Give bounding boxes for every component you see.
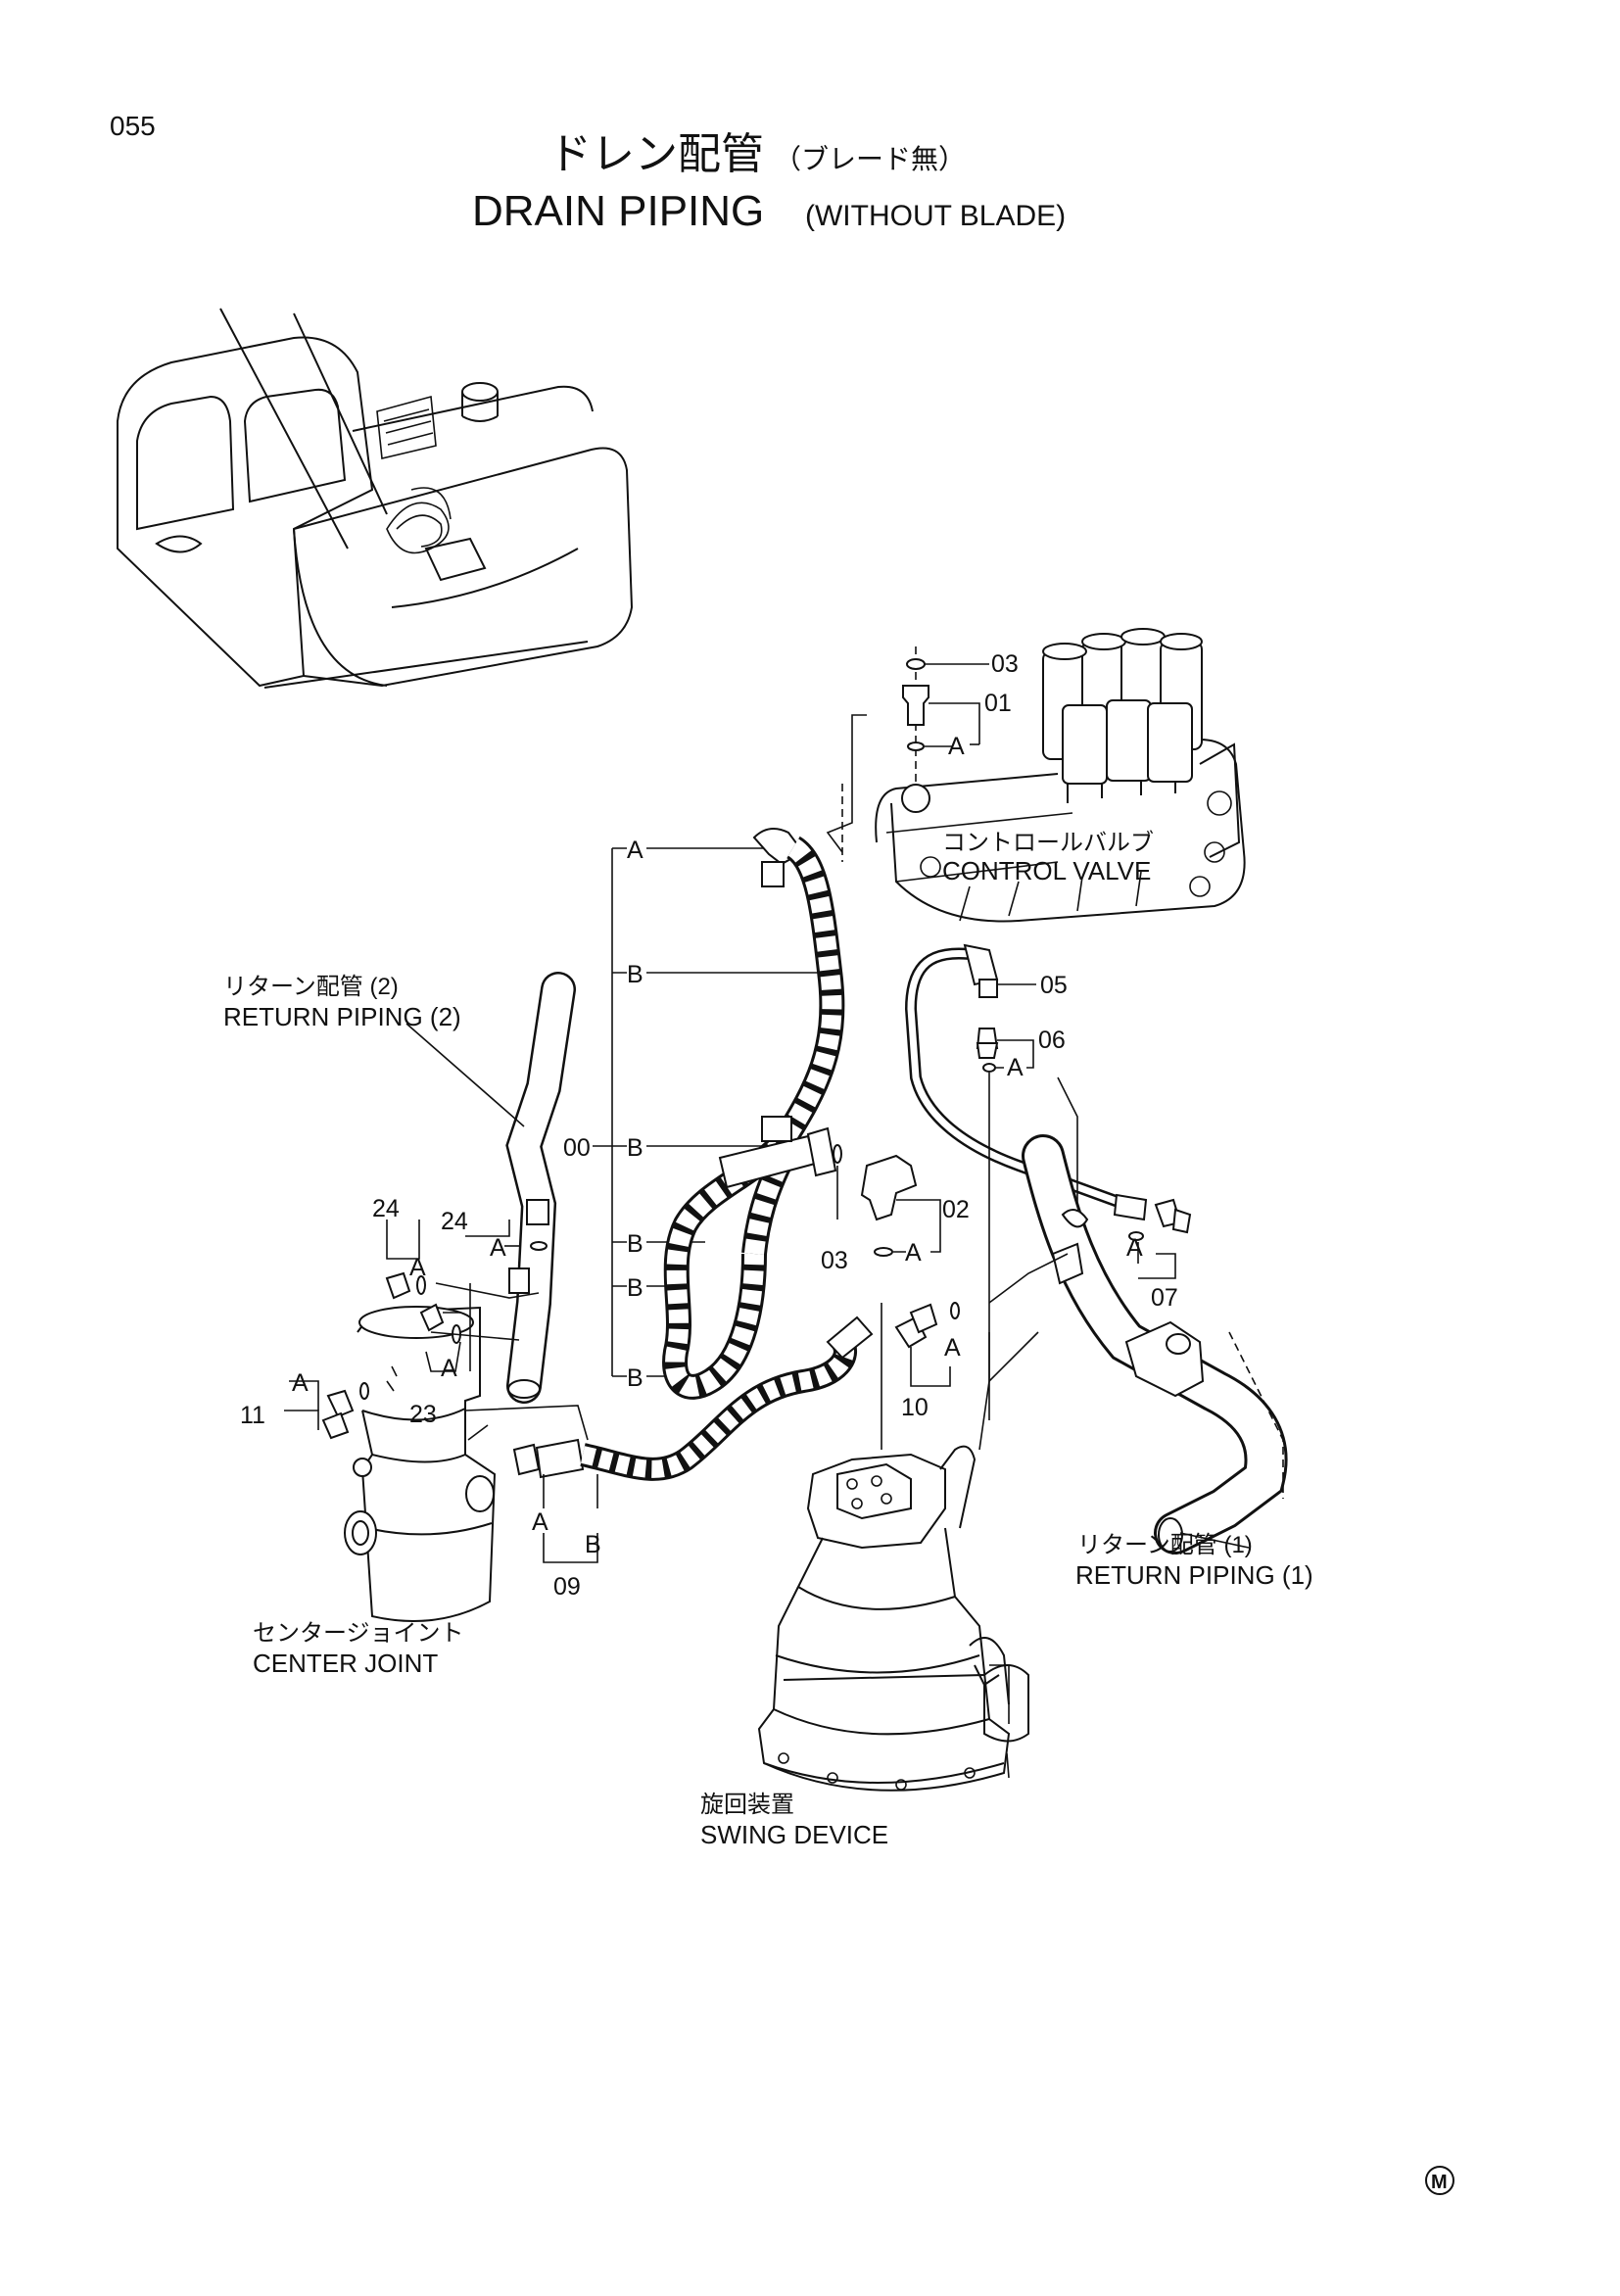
return-piping-1-label-ja: リターン配管 (1) — [1077, 1532, 1253, 1558]
connection-letter-b: B — [627, 1134, 643, 1162]
connection-letter-b: B — [627, 1364, 643, 1392]
title-japanese: ドレン配管 — [548, 130, 764, 178]
title-japanese-sub: （ブレード無） — [774, 144, 966, 174]
swing-device-label-en: SWING DEVICE — [700, 1820, 888, 1849]
connection-letter-a: A — [292, 1369, 309, 1397]
hose-assembly-00 — [593, 714, 867, 1400]
part-number-05: 05 — [1040, 972, 1068, 999]
swing-device-label-ja: 旋回装置 — [700, 1792, 794, 1818]
elbow-fitting-02 — [833, 1144, 941, 1257]
connection-letter-a: A — [1126, 1234, 1143, 1262]
title-english: DRAIN PIPING — [472, 187, 764, 235]
return-piping-1-label-en: RETURN PIPING (1) — [1075, 1560, 1313, 1590]
hose-09-illustration — [512, 1315, 874, 1563]
connection-letter-a: A — [948, 733, 965, 760]
part-number-03: 03 — [821, 1247, 848, 1274]
part-number-01: 01 — [984, 690, 1012, 717]
connection-letter-b: B — [627, 1274, 643, 1302]
return-piping-2-label-en: RETURN PIPING (2) — [223, 1002, 461, 1031]
part-number-03-top: 03 — [991, 650, 1019, 678]
center-joint-illustration — [344, 1306, 589, 1622]
part-number-10: 10 — [901, 1394, 929, 1421]
connection-letter-a: A — [441, 1355, 457, 1382]
part-number-23: 23 — [409, 1401, 437, 1428]
return-piping-1-illustration — [904, 943, 1288, 1555]
control-valve-label-en: CONTROL VALVE — [942, 856, 1151, 885]
part-number-24-right: 24 — [441, 1208, 468, 1235]
part-number-07: 07 — [1151, 1284, 1178, 1312]
part-number-00: 00 — [563, 1134, 591, 1162]
title-english-sub: (WITHOUT BLADE) — [805, 200, 1066, 232]
circled-m-mark: M — [1425, 2166, 1454, 2195]
control-valve-label-ja: コントロールバルブ — [942, 830, 1154, 856]
center-joint-label-ja: センタージョイント — [253, 1620, 464, 1647]
control-valve-illustration — [875, 628, 1246, 923]
connection-letter-a: A — [490, 1234, 506, 1262]
connection-letter-a: A — [1007, 1054, 1024, 1081]
part-number-11: 11 — [240, 1402, 265, 1429]
return-piping-2-illustration — [405, 972, 576, 1404]
return-piping-2-label-ja: リターン配管 (2) — [223, 974, 399, 1000]
mark-letter: M — [1431, 2172, 1448, 2193]
connection-letter-a: A — [905, 1239, 922, 1267]
part-number-24-left: 24 — [372, 1195, 400, 1222]
control-valve-fittings — [902, 646, 989, 784]
part-number-09: 09 — [553, 1573, 581, 1601]
excavator-overview-illustration — [117, 308, 634, 689]
center-joint-label-en: CENTER JOINT — [253, 1649, 438, 1678]
connection-letter-b: B — [627, 961, 643, 988]
part-number-06: 06 — [1038, 1027, 1066, 1054]
connection-letter-a: A — [944, 1334, 961, 1362]
page-number: 055 — [110, 111, 156, 141]
connection-letter-a: A — [409, 1254, 426, 1281]
fitting-10 — [894, 1302, 960, 1387]
part-number-02: 02 — [942, 1196, 970, 1223]
center-joint-fittings — [284, 1199, 549, 1440]
connection-letter-a: A — [627, 837, 643, 864]
connection-letter-a: A — [532, 1508, 548, 1536]
connection-letter-b: B — [585, 1531, 601, 1558]
connection-letter-b: B — [627, 1230, 643, 1258]
